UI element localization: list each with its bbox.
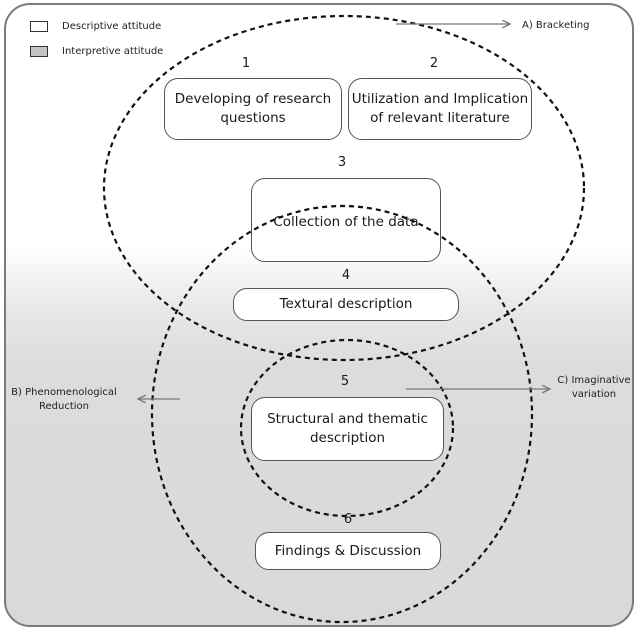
step-2-line1: Utilization and Implication [351, 91, 529, 107]
legend-label-interpretive: Interpretive attitude [62, 46, 164, 57]
step-5-line2: description [309, 430, 386, 446]
step-2-line2: of relevant literature [370, 110, 510, 126]
step-3-box: Collection of the data [251, 178, 441, 262]
step-5-line1: Structural and thematic [267, 411, 428, 427]
step-3-line1: Collection of the data [273, 214, 419, 230]
step-5-number: 5 [340, 374, 350, 389]
step-4-number: 4 [341, 268, 351, 283]
phase-b-line2: Reduction [39, 401, 89, 412]
step-2-number: 2 [429, 56, 439, 71]
step-4-line1: Textural description [279, 296, 413, 312]
step-5-box: Structural and thematic description [251, 397, 444, 461]
phase-c-label: C) Imaginative variation [548, 374, 640, 402]
legend-item-descriptive: Descriptive attitude [30, 21, 161, 32]
step-4-box: Textural description [233, 288, 459, 321]
step-1-number: 1 [241, 56, 251, 71]
phase-c-line1: C) Imaginative [557, 375, 631, 386]
step-6-box: Findings & Discussion [255, 532, 441, 570]
phase-b-line1: B) Phenomenological [11, 387, 117, 398]
phase-c-line2: variation [571, 389, 617, 400]
interpretive-swatch [30, 46, 48, 57]
legend-label-descriptive: Descriptive attitude [62, 21, 162, 32]
descriptive-swatch [30, 21, 48, 32]
legend-item-interpretive: Interpretive attitude [30, 46, 163, 57]
step-6-number: 6 [343, 512, 353, 527]
phase-a-label: A) Bracketing [522, 20, 590, 31]
reduction-ellipse [150, 204, 534, 624]
step-6-line1: Findings & Discussion [274, 542, 422, 559]
step-1-line2: questions [220, 110, 286, 126]
step-1-line1: Developing of research [174, 91, 332, 107]
step-1-box: Developing of research questions [164, 78, 342, 140]
step-3-number: 3 [337, 155, 347, 170]
step-2-box: Utilization and Implication of relevant l… [348, 78, 532, 140]
bracketing-ellipse [102, 14, 586, 362]
phase-b-label: B) Phenomenological Reduction [8, 386, 120, 414]
imaginative-variation-ellipse [239, 338, 455, 518]
